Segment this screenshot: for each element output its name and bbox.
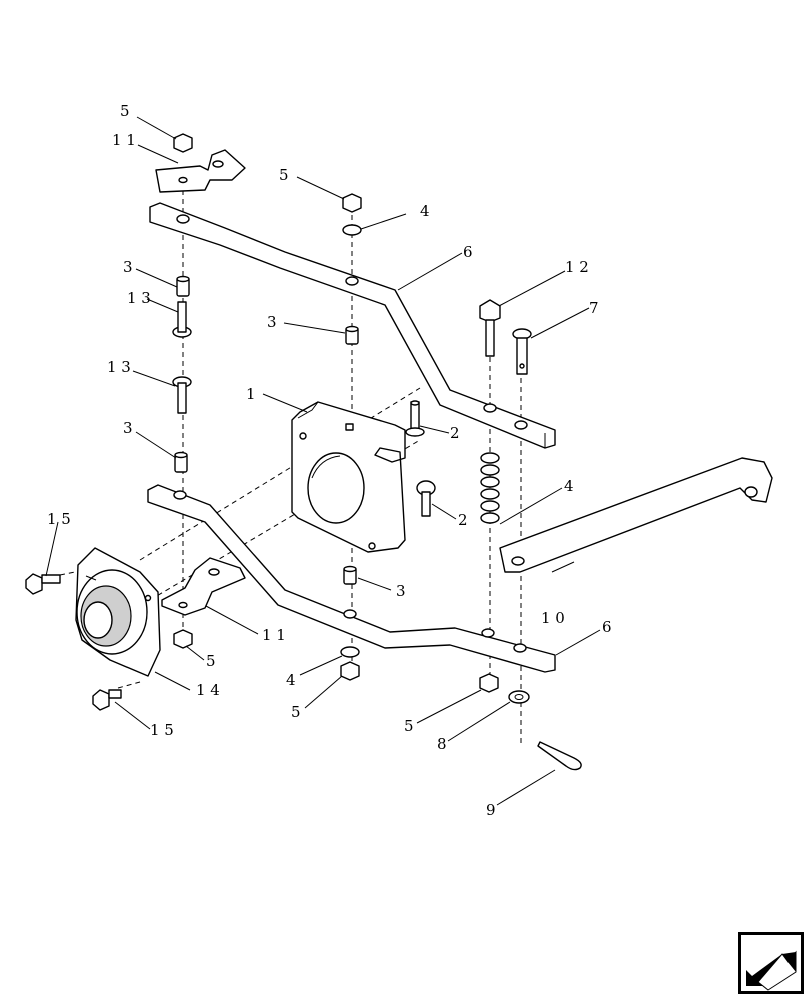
arm-part-10: [499, 457, 773, 573]
callout-10: 1 0: [541, 609, 565, 627]
callout-4: 4: [420, 202, 430, 220]
callout-13: 1 3: [127, 289, 151, 307]
callout-3: 3: [123, 258, 133, 276]
callout-15: 1 5: [150, 721, 174, 739]
pin-part-7: [512, 328, 532, 375]
callout-5: 5: [404, 717, 414, 735]
callout-7: 7: [589, 299, 599, 317]
callout-3: 3: [396, 582, 406, 600]
callout-5: 5: [279, 166, 289, 184]
callout-14: 1 4: [196, 681, 220, 699]
callout-4: 4: [286, 671, 296, 689]
leader-lines: [45, 116, 601, 806]
callout-6: 6: [602, 618, 612, 636]
plate-part-1: [291, 401, 406, 553]
washers-part-4: [340, 224, 362, 658]
cotter-pin-part-9: [537, 741, 582, 771]
callout-13: 1 3: [107, 358, 131, 376]
callout-2: 2: [450, 424, 460, 442]
callout-3: 3: [267, 313, 277, 331]
callout-5: 5: [206, 652, 216, 670]
nav-back-button[interactable]: [738, 932, 804, 994]
callout-12: 1 2: [565, 258, 589, 276]
lower-bar-part-6: [147, 484, 556, 673]
callout-5: 5: [291, 703, 301, 721]
callout-5: 5: [120, 102, 130, 120]
callout-11: 1 1: [112, 131, 136, 149]
callouts: 5 1 1 5 4 6 3 1 2 1 3 7 3 1 3 1 3 2 4 1 …: [47, 102, 612, 819]
bolt-part-12: [479, 299, 501, 357]
arrow-bottom-left-icon: [738, 932, 804, 994]
callout-2: 2: [458, 511, 468, 529]
callout-4: 4: [564, 477, 574, 495]
bolts-part-13: [172, 301, 192, 414]
nuts-part-5: [173, 133, 499, 693]
bolts-part-15: [25, 573, 122, 711]
callout-6: 6: [463, 243, 473, 261]
bracket-part-11-top: [155, 149, 246, 193]
pins-part-2: [405, 400, 436, 517]
bracket-part-11-bottom: [161, 557, 246, 616]
callout-3: 3: [123, 419, 133, 437]
washer-part-8: [508, 690, 530, 704]
callout-9: 9: [486, 801, 496, 819]
callout-11: 1 1: [262, 626, 286, 644]
callout-8: 8: [437, 735, 447, 753]
washer-stack-part-4: [480, 452, 500, 524]
bearing-part-14: [75, 547, 161, 677]
callout-15: 1 5: [47, 510, 71, 528]
callout-1: 1: [246, 385, 256, 403]
spacers-part-3: [174, 275, 359, 585]
upper-bar-part-6: [149, 202, 556, 449]
